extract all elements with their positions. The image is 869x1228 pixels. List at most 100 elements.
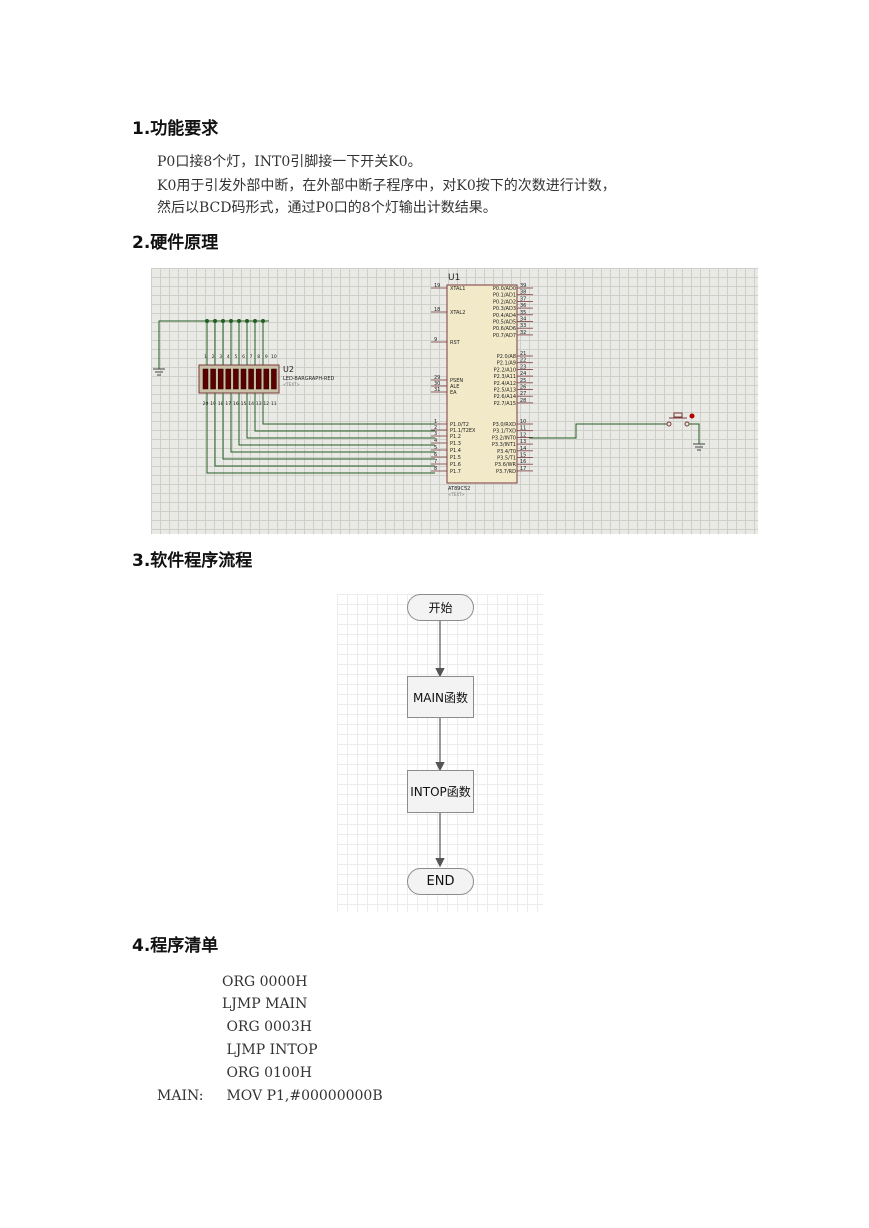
- mcu-pin-name: P3.3/INT1: [492, 442, 516, 448]
- mcu-pin-number: 2: [434, 425, 437, 431]
- mcu-pin-number: 35: [520, 310, 526, 316]
- switch-k0: [666, 412, 695, 427]
- mcu-pin-name: P3.4/T0: [497, 449, 516, 455]
- mcu-pin-name: P1.3: [450, 441, 461, 447]
- mcu-pin-number: 5: [434, 445, 437, 451]
- section-title-program: 4.程序清单: [132, 936, 219, 956]
- code-line-6: MOV P1,#00000000B: [222, 1088, 383, 1104]
- mcu-pin-name: P2.5/A13: [494, 388, 516, 394]
- mcu-pin-name: P2.7/A15: [494, 401, 516, 407]
- mcu-pin-name: P1.7: [450, 469, 461, 475]
- code-line-3: ORG 0003H: [222, 1019, 312, 1035]
- mcu-pin-number: 14: [520, 446, 526, 452]
- mcu-pin-name: P1.1/T2EX: [450, 428, 476, 434]
- anode-bus: [158, 320, 269, 369]
- requirement-line-3: 然后以BCD码形式，通过P0口的8个灯输出计数结果。: [157, 200, 497, 216]
- bargraph-pin-number: 19: [210, 401, 216, 407]
- led-segment: [240, 368, 247, 390]
- mcu-pin-number: 15: [520, 453, 526, 459]
- mcu-pin-number: 3: [434, 431, 437, 437]
- mcu-pin-name: P0.1/AD1: [493, 293, 516, 299]
- mcu-pin-number: 22: [520, 358, 526, 364]
- mcu-pin-number: 39: [520, 283, 526, 289]
- bargraph-part: LED-BARGRAPH-RED: [283, 376, 335, 382]
- mcu-pin-number: 9: [434, 337, 437, 343]
- mcu-pin-name: P0.3/AD3: [493, 306, 516, 312]
- mcu-pin-name: P2.6/A14: [494, 394, 516, 400]
- led-segment: [255, 368, 262, 390]
- mcu-pin-number: 32: [520, 330, 526, 336]
- mcu-pin-number: 7: [434, 459, 437, 465]
- code-line-2: LJMP MAIN: [222, 996, 308, 1012]
- mcu-pin-name: P2.3/A11: [494, 374, 516, 380]
- flow-node-end: END: [407, 868, 474, 895]
- code-line-4: LJMP INTOP: [222, 1042, 318, 1058]
- mcu-pin-name: PSEN: [450, 378, 463, 384]
- mcu-pin-number: 21: [520, 351, 526, 357]
- bargraph-pin-number: 1: [204, 354, 207, 360]
- mcu-pin-name: P0.5/AD5: [493, 320, 516, 326]
- section-title-flow: 3.软件程序流程: [132, 551, 253, 571]
- bargraph-pin-number: 4: [227, 354, 230, 360]
- led-segment: [225, 368, 232, 390]
- mcu-pin-name: P0.6/AD6: [493, 326, 516, 332]
- mcu-pin-name: P3.7/RD: [496, 469, 516, 475]
- mcu-pin-number: 1: [434, 419, 437, 425]
- mcu-pin-name: P2.2/A10: [494, 367, 516, 373]
- ground-symbol-right: [693, 443, 705, 451]
- led-segment: [263, 368, 270, 390]
- requirement-line-1: P0口接8个灯，INT0引脚接一下开关K0。: [157, 154, 422, 170]
- bargraph-pin-number: 12: [263, 401, 269, 407]
- mcu-pin-number: 33: [520, 323, 526, 329]
- code-line-1: ORG 0000H: [222, 974, 308, 990]
- mcu-pin-name: P1.0/T2: [450, 422, 469, 428]
- bargraph-pin-number: 15: [241, 401, 247, 407]
- mcu-ref: U1: [448, 273, 460, 283]
- flowchart-arrows: [435, 621, 445, 868]
- mcu-pin-number: 31: [434, 387, 440, 393]
- mcu-pin-number: 30: [434, 381, 440, 387]
- mcu-pin-number: 37: [520, 296, 526, 302]
- mcu-pin-number: 34: [520, 317, 526, 323]
- bargraph-pin-number: 3: [219, 354, 222, 360]
- section-title-hardware: 2.硬件原理: [132, 233, 219, 253]
- mcu-pin-name: P1.5: [450, 455, 461, 461]
- flowchart: 开始 MAIN函数 INTOP函数 END: [337, 594, 543, 912]
- bargraph-pin-number: 11: [271, 401, 277, 407]
- mcu-pin-name: P2.4/A12: [494, 381, 516, 387]
- bargraph-pin-number: 2: [212, 354, 215, 360]
- led-segment: [248, 368, 254, 390]
- ground-symbol-left: [153, 368, 165, 376]
- mcu-pin-name: P3.1/TXD: [493, 429, 516, 435]
- mcu-pin-number: 12: [520, 432, 526, 438]
- bargraph-pin-number: 13: [256, 401, 262, 407]
- mcu-body: [446, 284, 518, 484]
- requirement-line-2: K0用于引发外部中断，在外部中断子程序中，对K0按下的次数进行计数，: [157, 178, 616, 194]
- led-segment: [271, 368, 277, 390]
- mcu-pin-name: P0.0/AD0: [493, 286, 516, 292]
- code-label-main: MAIN:: [157, 1088, 204, 1104]
- mcu-pin-name: P0.4/AD4: [493, 313, 516, 319]
- mcu-pin-number: 24: [520, 371, 526, 377]
- mcu-pin-number: 17: [520, 466, 526, 472]
- mcu-pin-name: P1.6: [450, 462, 461, 468]
- mcu-pin-number: 26: [520, 385, 526, 391]
- mcu-pin-name: EA: [450, 390, 457, 396]
- anode-junctions: [205, 319, 265, 323]
- led-segment: [233, 368, 239, 390]
- bargraph-text-tag: <TEXT>: [283, 382, 300, 387]
- mcu-pin-name: P1.2: [450, 434, 461, 440]
- mcu-pin-number: 23: [520, 364, 526, 370]
- led-segment: [217, 368, 224, 390]
- bargraph-pin-number: 20: [203, 401, 209, 407]
- mcu-pin-number: 36: [520, 303, 526, 309]
- mcu-pin-name: P3.5/T1: [497, 456, 516, 462]
- mcu-pin-name: RST: [450, 340, 461, 346]
- bargraph-ref: U2: [283, 365, 294, 374]
- mcu-pin-number: 27: [520, 391, 526, 397]
- mcu-pin-number: 29: [434, 375, 440, 381]
